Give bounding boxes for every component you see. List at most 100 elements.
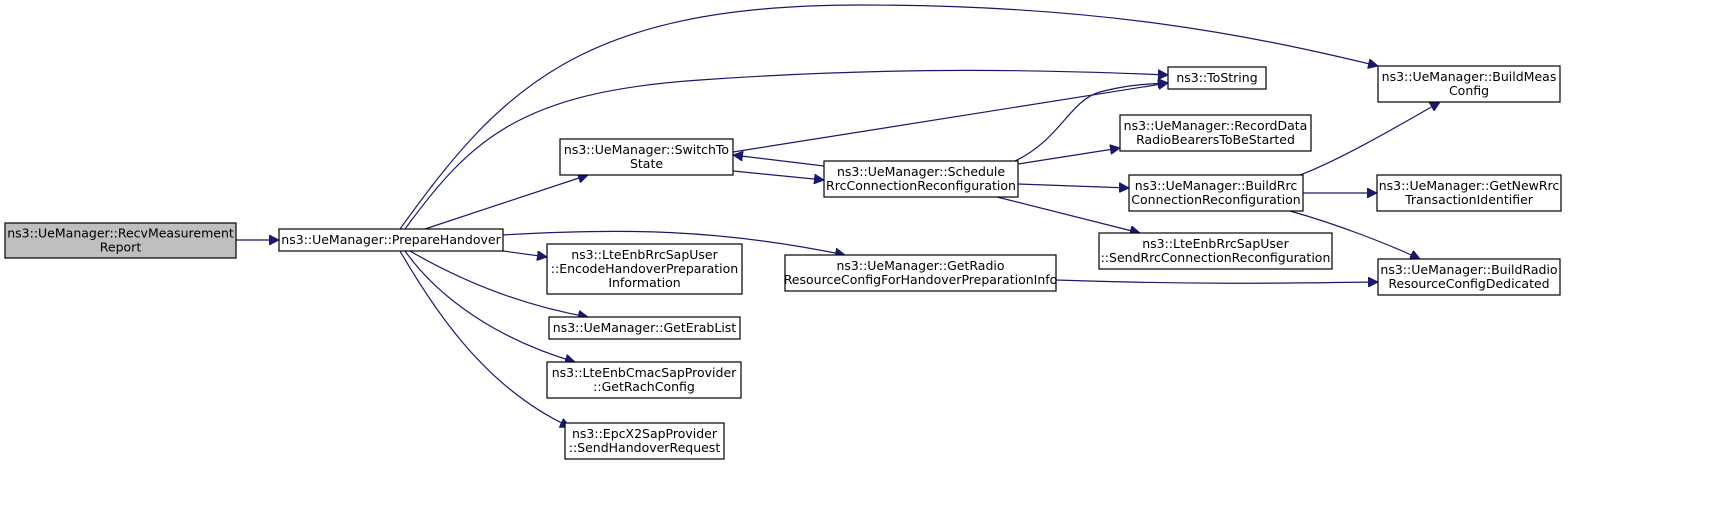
edge-schedule-rrc-reconf-to-record-data-radio-bearers: [1017, 148, 1120, 165]
node-record-data-radio-bearers[interactable]: ns3::UeManager::RecordDataRadioBearersTo…: [1119, 114, 1312, 152]
node-label-line: ns3::ToString: [1176, 70, 1257, 85]
node-label-line: ns3::UeManager::GetRadio: [836, 258, 1004, 273]
node-label-line: ResourceConfigDedicated: [1388, 276, 1549, 291]
node-box[interactable]: [1376, 174, 1562, 212]
node-label-line: State: [630, 156, 663, 171]
edge-arrow: [424, 175, 588, 230]
node-label-line: ::GetRachConfig: [593, 379, 695, 394]
node-get-rach-config[interactable]: ns3::LteEnbCmacSapProvider::GetRachConfi…: [546, 361, 742, 399]
edge-schedule-rrc-reconf-to-to-string: [1014, 83, 1168, 162]
edge-arrow: [1014, 83, 1168, 162]
node-box[interactable]: [1167, 66, 1267, 90]
node-encode-handover-prep[interactable]: ns3::LteEnbRrcSapUser::EncodeHandoverPre…: [546, 243, 743, 295]
node-label-line: ResourceConfigForHandoverPreparationInfo: [784, 272, 1058, 287]
edge-arrow: [404, 250, 575, 362]
node-box[interactable]: [1377, 258, 1561, 296]
node-label-line: ns3::UeManager::BuildRrc: [1135, 178, 1298, 193]
edge-arrow: [502, 230, 845, 255]
node-label-line: ns3::UeManager::BuildRadio: [1380, 262, 1557, 277]
node-box[interactable]: [1098, 232, 1333, 270]
node-get-radio-resource-config[interactable]: ns3::UeManager::GetRadioResourceConfigFo…: [784, 254, 1058, 292]
edge-arrow: [502, 250, 547, 257]
node-label-line: RrcConnectionReconfiguration: [826, 178, 1016, 193]
edge-arrow: [732, 83, 1168, 153]
node-get-erab-list[interactable]: ns3::UeManager::GetErabList: [548, 316, 741, 340]
node-label-line: ns3::UeManager::RecordData: [1124, 118, 1308, 133]
node-build-radio-resource-config-dedicated[interactable]: ns3::UeManager::BuildRadioResourceConfig…: [1377, 258, 1561, 296]
edge-arrow: [996, 196, 1140, 233]
edge-arrow: [399, 250, 570, 427]
edge-prepare-handover-to-send-handover-request: [399, 250, 570, 427]
edge-arrow: [1055, 280, 1378, 283]
edge-schedule-rrc-reconf-to-send-rrc-reconf: [996, 196, 1140, 233]
node-prepare-handover[interactable]: ns3::UeManager::PrepareHandover: [278, 228, 504, 252]
edge-arrow: [1017, 184, 1129, 188]
node-box[interactable]: [823, 160, 1019, 198]
node-label-line: ns3::UeManager::GetNewRrc: [1379, 178, 1560, 193]
edge-prepare-handover-to-get-radio-resource-config: [502, 230, 845, 255]
node-label-line: ns3::LteEnbRrcSapUser: [1142, 236, 1289, 251]
node-label-line: ConnectionReconfiguration: [1131, 192, 1300, 207]
node-label-line: ns3::UeManager::RecvMeasurement: [7, 226, 234, 241]
node-send-handover-request[interactable]: ns3::EpcX2SapProvider::SendHandoverReque…: [564, 422, 725, 460]
node-label-line: ns3::UeManager::SwitchTo: [564, 142, 729, 157]
node-label-line: ns3::LteEnbCmacSapProvider: [552, 365, 737, 380]
node-label-line: ns3::UeManager::Schedule: [837, 164, 1005, 179]
node-label-line: ns3::UeManager::PrepareHandover: [281, 232, 501, 247]
edge-arrow: [409, 250, 588, 317]
node-label-line: Report: [100, 240, 142, 255]
node-get-new-rrc-transaction-id[interactable]: ns3::UeManager::GetNewRrcTransactionIden…: [1376, 174, 1562, 212]
node-box[interactable]: [546, 361, 742, 399]
node-label-line: ns3::UeManager::GetErabList: [553, 320, 737, 335]
edge-arrow: [1017, 148, 1120, 165]
node-box[interactable]: [1119, 114, 1312, 152]
edges-layer: [236, 4, 1440, 427]
node-schedule-rrc-reconf[interactable]: ns3::UeManager::ScheduleRrcConnectionRec…: [823, 160, 1019, 198]
node-to-string[interactable]: ns3::ToString: [1167, 66, 1267, 90]
node-label-line: ns3::LteEnbRrcSapUser: [571, 247, 718, 262]
node-box[interactable]: [278, 228, 504, 252]
node-label-line: Config: [1449, 83, 1489, 98]
node-label-line: RadioBearersToBeStarted: [1136, 132, 1295, 147]
node-label-line: Information: [608, 275, 680, 290]
node-label-line: ns3::UeManager::BuildMeas: [1382, 69, 1557, 84]
edge-prepare-handover-to-encode-handover-prep: [502, 250, 547, 257]
edge-prepare-handover-to-to-string: [404, 70, 1168, 230]
node-box[interactable]: [546, 243, 743, 295]
edge-prepare-handover-to-get-rach-config: [404, 250, 575, 362]
edge-schedule-rrc-reconf-to-build-rrc-reconf: [1017, 184, 1129, 188]
edge-build-rrc-reconf-to-build-meas-config: [1299, 102, 1440, 176]
edge-arrow: [1299, 102, 1440, 176]
node-box[interactable]: [1128, 174, 1304, 212]
node-send-rrc-reconf[interactable]: ns3::LteEnbRrcSapUser::SendRrcConnection…: [1098, 232, 1333, 270]
edge-schedule-rrc-reconf-to-switch-to-state: [733, 155, 825, 167]
node-box[interactable]: [784, 254, 1057, 292]
edge-prepare-handover-to-switch-to-state: [424, 175, 588, 230]
node-label-line: ::SendHandoverRequest: [569, 440, 721, 455]
edge-arrow: [404, 70, 1168, 230]
node-box[interactable]: [1377, 65, 1561, 103]
edge-switch-to-state-to-schedule-rrc-reconf: [732, 170, 824, 180]
node-label-line: ::SendRrcConnectionReconfiguration: [1101, 250, 1331, 265]
node-box[interactable]: [559, 138, 734, 176]
edge-switch-to-state-to-to-string: [732, 83, 1168, 153]
node-box[interactable]: [564, 422, 725, 460]
node-build-rrc-reconf[interactable]: ns3::UeManager::BuildRrcConnectionReconf…: [1128, 174, 1304, 212]
node-box[interactable]: [4, 222, 237, 259]
node-label-line: ns3::EpcX2SapProvider: [572, 426, 718, 441]
edge-arrow: [1289, 210, 1420, 259]
edge-arrow: [399, 4, 1378, 230]
edge-arrow: [732, 170, 824, 180]
edge-arrow: [733, 155, 825, 167]
node-label-line: ::EncodeHandoverPreparation: [551, 261, 738, 276]
edge-prepare-handover-to-build-meas-config: [399, 4, 1378, 230]
edge-get-radio-resource-config-to-build-radio-resource-config-dedicated: [1055, 280, 1378, 283]
node-box[interactable]: [548, 316, 741, 340]
edge-build-rrc-reconf-to-build-radio-resource-config-dedicated: [1289, 210, 1420, 259]
edge-prepare-handover-to-get-erab-list: [409, 250, 588, 317]
